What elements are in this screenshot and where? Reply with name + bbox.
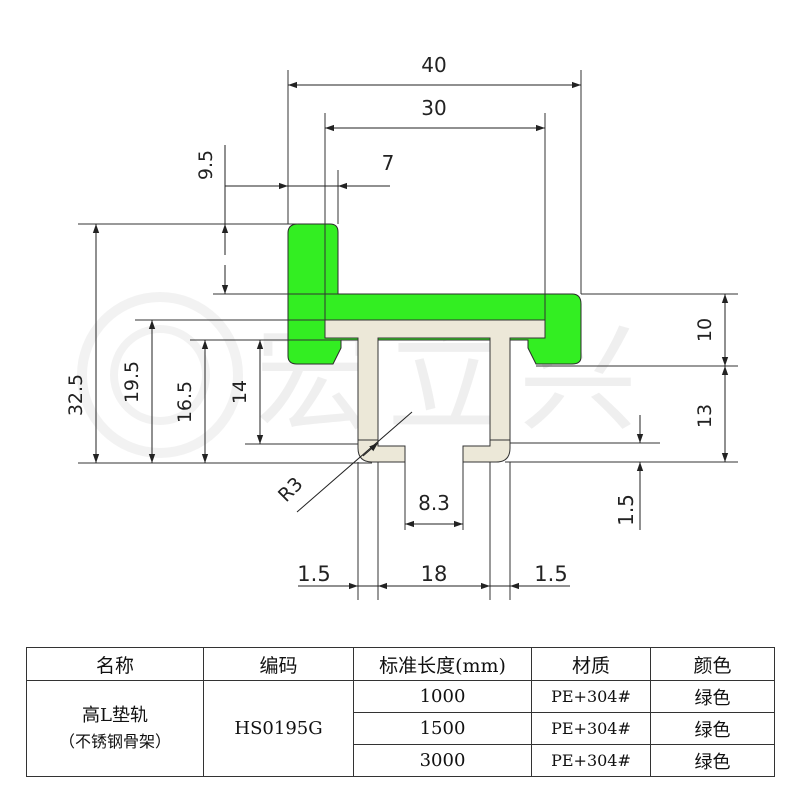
dim-10: 10 <box>694 294 729 366</box>
dim-14: 14 <box>229 340 264 444</box>
dim-13-label: 13 <box>694 404 716 428</box>
dim-9-5: 9.5 <box>195 145 229 294</box>
dim-40: 40 <box>288 53 581 89</box>
header-material: 材质 <box>531 647 651 681</box>
dim-7: 7 <box>225 151 395 190</box>
color-cell: 绿色 <box>650 744 775 777</box>
product-name-cell: 高L垫轨 （不锈钢骨架） <box>26 680 204 777</box>
dim-16-5: 16.5 <box>174 340 209 463</box>
dim-8-3-label: 8.3 <box>418 491 450 515</box>
dim-14-label: 14 <box>229 380 251 404</box>
material-cell: PE+304# <box>531 744 651 777</box>
right-foot <box>462 439 511 463</box>
product-name: 高L垫轨 <box>82 704 148 726</box>
length-cell: 3000 <box>353 744 532 777</box>
product-subname: （不锈钢骨架） <box>58 731 171 751</box>
dim-1-5-left-label: 1.5 <box>297 562 330 586</box>
length-cell: 1500 <box>353 712 532 745</box>
dim-19-5: 19.5 <box>121 320 156 463</box>
dim-13: 13 <box>694 366 729 462</box>
dim-32-5-label: 32.5 <box>65 374 87 416</box>
profile-drawing: 宏立兴 40 30 <box>65 53 738 600</box>
dim-1-5-right: 1.5 <box>614 415 644 530</box>
dim-9-5-label: 9.5 <box>195 150 217 180</box>
header-name: 名称 <box>26 647 204 681</box>
dim-bottom-row: 1.5 18 1.5 <box>297 562 570 590</box>
table-header-row: 名称 编码 标准长度(mm) 材质 颜色 <box>26 647 775 681</box>
dim-18-label: 18 <box>421 562 448 586</box>
length-cell: 1000 <box>353 680 532 713</box>
header-color: 颜色 <box>650 647 775 681</box>
material-cell: PE+304# <box>531 680 651 713</box>
dim-r3-label: R3 <box>274 473 307 506</box>
header-length: 标准长度(mm) <box>353 647 532 681</box>
dim-1-5-right-label: 1.5 <box>614 494 638 526</box>
dim-7-label: 7 <box>382 151 395 175</box>
table-row: 1500 PE+304# 绿色 <box>27 712 775 745</box>
color-cell: 绿色 <box>650 712 775 745</box>
header-code: 编码 <box>203 647 354 681</box>
dim-10-label: 10 <box>694 318 716 342</box>
material-cell: PE+304# <box>531 712 651 745</box>
dim-19-5-label: 19.5 <box>121 361 143 403</box>
dim-30-label: 30 <box>421 96 446 120</box>
dim-30: 30 <box>325 96 545 132</box>
dim-8-3: 8.3 <box>405 491 463 528</box>
product-code: HS0195G <box>203 680 354 777</box>
table-row: 高L垫轨 （不锈钢骨架） HS0195G 1000 PE+304# 绿色 <box>26 680 775 777</box>
dim-16-5-label: 16.5 <box>174 381 196 423</box>
steel-core-profile <box>324 319 546 447</box>
watermark-logo-ring <box>77 292 243 458</box>
table-row: 3000 PE+304# 绿色 <box>27 744 775 777</box>
dim-32-5: 32.5 <box>65 224 100 463</box>
extension-lines <box>78 70 738 600</box>
spec-table: 名称 编码 标准长度(mm) 材质 颜色 高L垫轨 （不锈钢骨架） HS0195… <box>26 647 775 777</box>
dim-1-5-mid-label: 1.5 <box>534 562 567 586</box>
dim-40-label: 40 <box>421 53 446 77</box>
color-cell: 绿色 <box>650 680 775 713</box>
